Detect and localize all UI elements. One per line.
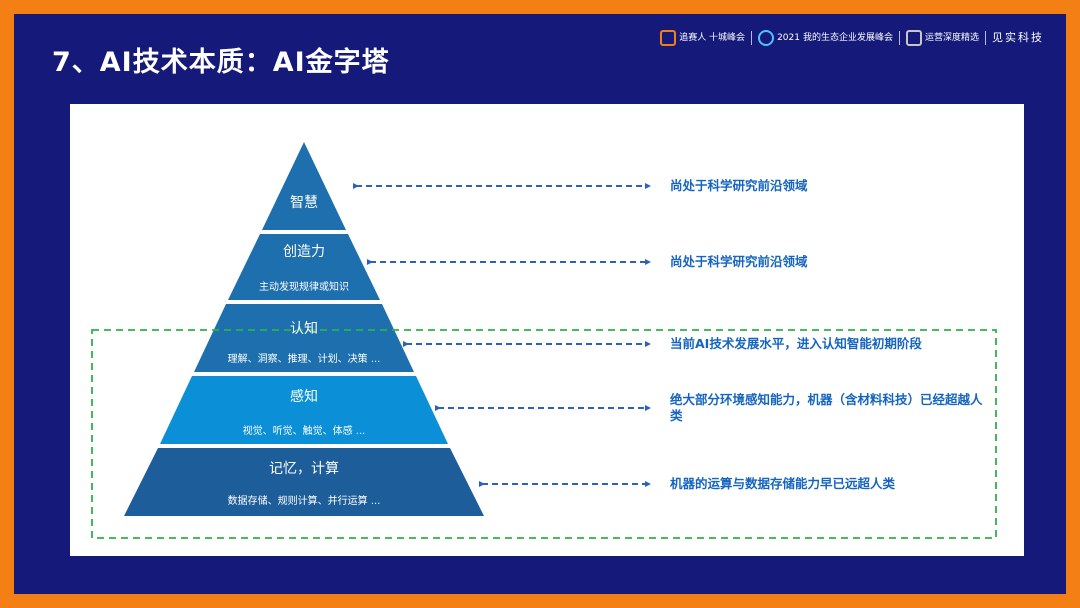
logo-summit: 追赛人 十城峰会 [660, 30, 745, 46]
tier-creativity-sub: 主动发现规律或知识 [259, 282, 349, 293]
logo-jianshi: 见实科技 [992, 31, 1044, 44]
logo-divider [751, 31, 753, 45]
summit-logo-icon [660, 30, 677, 46]
logo-conference-text: 我的生态企业发展峰会 [802, 33, 893, 43]
tier-memory-label: 记忆，计算 [269, 461, 339, 477]
content-panel: 智慧 创造力 主动发现规律或知识 认知 理解、洞察、推理、计划、决策 ... 感… [70, 104, 1024, 556]
tier-perception-sub: 视觉、听觉、触觉、体感 ... [242, 426, 366, 437]
logo-operations: 运营深度精选 [905, 30, 979, 46]
tier-perception-shape [160, 376, 448, 444]
logo-jianshi-text: 见实科技 [992, 31, 1044, 44]
operations-logo-icon [905, 30, 922, 46]
tier-cognition-label: 认知 [290, 321, 318, 337]
tier-creativity-label: 创造力 [283, 244, 325, 260]
tier-perception-label: 感知 [290, 389, 318, 405]
sponsor-logos: 追赛人 十城峰会 2021 我的生态企业发展峰会 运营深度精选 见实科技 [660, 30, 1044, 46]
logo-operations-text: 运营深度精选 [924, 33, 979, 43]
note-perception: 绝大部分环境感知能力，机器（含材料科技）已经超越人类 [670, 392, 983, 423]
note-cognition: 当前AI技术发展水平，进入认知智能初期阶段 [670, 336, 922, 351]
note-wisdom: 尚处于科学研究前沿领域 [670, 178, 808, 193]
logo-divider [985, 31, 986, 45]
tier-memory-shape [124, 448, 484, 516]
note-creativity: 尚处于科学研究前沿领域 [670, 254, 808, 269]
logo-conference-year: 2021 [777, 33, 800, 43]
current-level-highlight-box [91, 329, 997, 539]
tier-memory-sub: 数据存储、规则计算、并行运算 ... [227, 496, 381, 507]
pyramid-diagram [91, 142, 997, 539]
slide: 7、AI技术本质：AI金字塔 追赛人 十城峰会 2021 我的生态企业发展峰会 … [14, 14, 1066, 594]
tier-cognition-shape [194, 304, 414, 372]
note-memory: 机器的运算与数据存储能力早已远超人类 [670, 476, 896, 491]
tier-cognition-sub: 理解、洞察、推理、计划、决策 ... [227, 354, 381, 365]
logo-divider [898, 31, 900, 45]
logo-conference: 2021 我的生态企业发展峰会 [758, 30, 893, 46]
slide-title: 7、AI技术本质：AI金字塔 [52, 47, 390, 78]
conference-logo-icon [758, 30, 775, 46]
logo-summit-text: 追赛人 十城峰会 [679, 33, 746, 43]
tier-wisdom-shape [262, 142, 346, 230]
tier-creativity-shape [228, 234, 380, 300]
tier-wisdom-label: 智慧 [290, 195, 318, 211]
